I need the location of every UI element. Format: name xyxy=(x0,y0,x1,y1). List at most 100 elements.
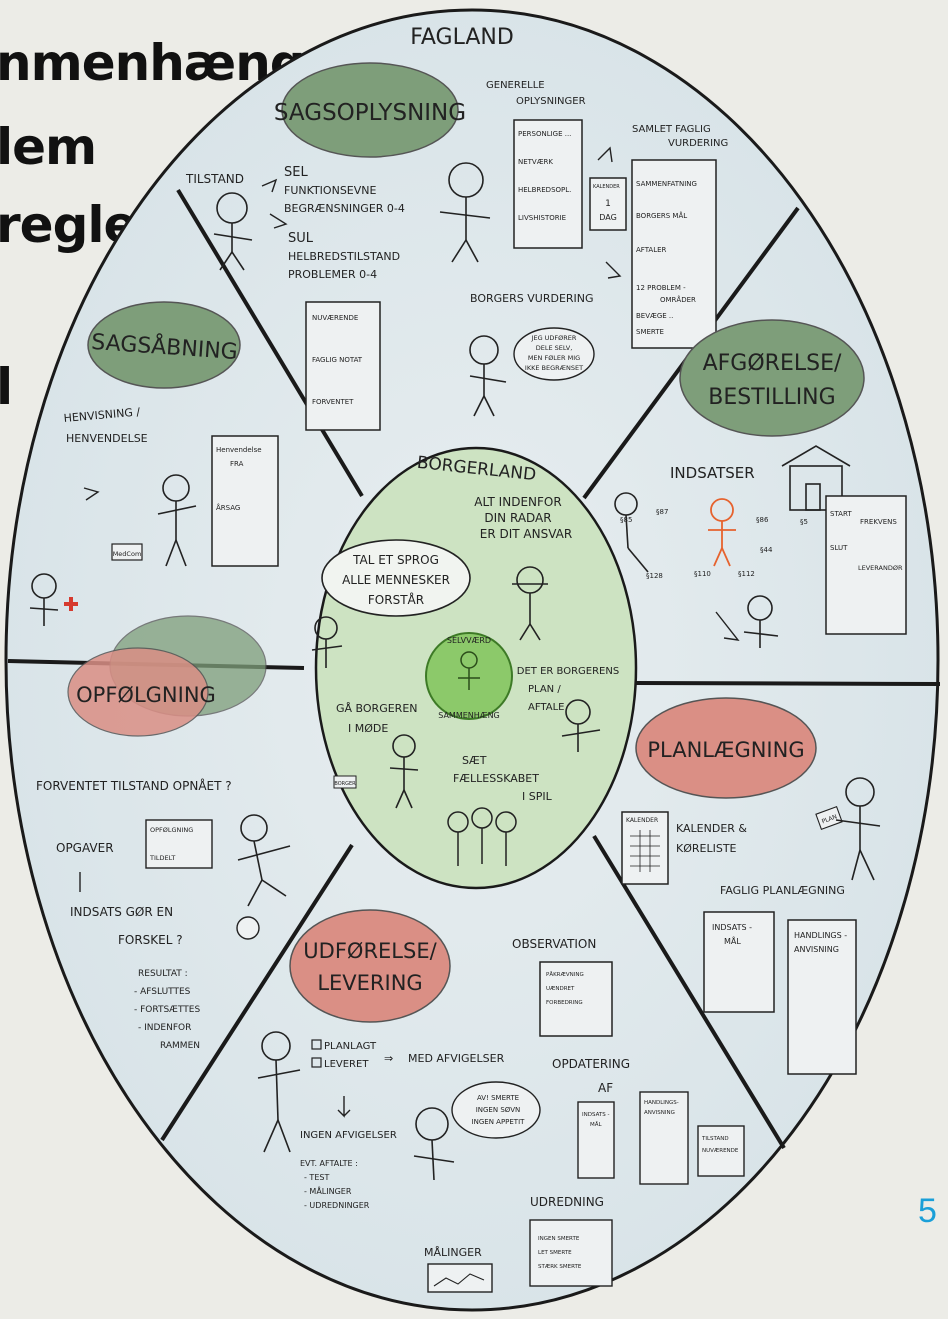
bubble2-line-1: AV! SMERTE xyxy=(477,1094,519,1102)
form2-item-1: SAMMENFATNING xyxy=(636,180,697,188)
bubble-icon xyxy=(451,1081,541,1139)
ball-icon xyxy=(236,916,260,940)
det-line-2: PLAN / xyxy=(528,684,561,695)
opd-form-2-line-1: HANDLINGS- xyxy=(644,1100,679,1106)
henvendelse-form xyxy=(211,435,279,567)
para-128: §128 xyxy=(646,572,663,580)
smiley-icon xyxy=(447,807,517,866)
bubble1-line-2: DELE SELV, xyxy=(536,344,573,352)
samlet-form xyxy=(631,159,717,349)
outer-label: FAGLAND xyxy=(410,25,514,50)
sagsoplysning-title: SAGSOPLYSNING xyxy=(274,100,466,126)
evt-line-1: EVT. AFTALTE : xyxy=(300,1159,358,1168)
kalender-line-1: KALENDER & xyxy=(676,822,747,835)
sul-label: SUL xyxy=(288,231,314,246)
bubble2-line-2: INGEN SØVN xyxy=(476,1106,521,1114)
resultat-line-2: - AFSLUTTES xyxy=(134,987,191,997)
udr-item-3: STÆRK SMERTE xyxy=(538,1264,582,1270)
stick-figure-icon xyxy=(512,566,548,641)
stick-figure-icon xyxy=(413,1107,455,1181)
leveret-checkbox xyxy=(311,1057,322,1068)
sel-line-2: BEGRÆNSNINGER 0-4 xyxy=(284,202,405,215)
indsatser-label: INDSATSER xyxy=(670,464,755,482)
col1-line-1: INDSATS - xyxy=(712,923,752,932)
resultat-line-5: RAMMEN xyxy=(160,1041,200,1051)
stick-figure-icon xyxy=(237,814,291,907)
form3-item-2: FAGLIG NOTAT xyxy=(312,356,363,364)
form2-item-6: BEVÆGE .. xyxy=(636,312,673,320)
afgorelse-title-2: BESTILLING xyxy=(708,385,835,410)
form-frekvens: FREKVENS xyxy=(860,518,897,526)
generelle-line-1: GENERELLE xyxy=(486,80,545,91)
form1-item-1: PERSONLIGE ... xyxy=(518,130,571,138)
stick-figure-icon xyxy=(708,498,736,567)
para-44: §44 xyxy=(760,546,773,554)
planlagt-checkbox xyxy=(311,1039,322,1050)
arrow-med: ⇒ xyxy=(384,1052,393,1065)
para-112: §112 xyxy=(738,570,755,578)
opd-form-1-line-1: INDSATS - xyxy=(582,1112,609,1118)
form-slut: SLUT xyxy=(830,544,848,552)
obs-item-2: UÆNDRET xyxy=(546,986,575,992)
kalender-box-label: KALENDER xyxy=(626,817,658,824)
side-title-line-4: l xyxy=(0,358,13,416)
stick-figure-icon xyxy=(29,573,59,626)
para-5: §5 xyxy=(800,518,808,526)
stick-figure-icon xyxy=(469,335,507,417)
bubble1-line-1: JEG UDFØRER xyxy=(531,334,577,342)
generelle-form xyxy=(513,119,583,249)
evt-line-2: - TEST xyxy=(304,1173,329,1182)
stick-figure-icon xyxy=(157,474,197,567)
observation-label: OBSERVATION xyxy=(512,937,596,951)
henvendelse-fra: FRA xyxy=(230,460,244,468)
para-87: §87 xyxy=(656,508,668,516)
opd-form-3-line-1: TILSTAND xyxy=(701,1136,729,1142)
form-start: START xyxy=(830,510,852,518)
sagsabning-ellipse xyxy=(87,301,241,389)
form2-item-5: OMRÅDER xyxy=(660,295,696,304)
form1-item-4: LIVSHISTORIE xyxy=(518,214,566,222)
borger-sign xyxy=(333,775,357,789)
opdatering-line-2: AF xyxy=(598,1081,613,1095)
sul-line-2: PROBLEMER 0-4 xyxy=(288,268,377,281)
opd-form-2-line-2: ANVISNING xyxy=(644,1110,675,1116)
stick-figure-icon xyxy=(257,1031,301,1153)
col1-line-2: MÅL xyxy=(724,935,741,946)
saet-line-3: I SPIL xyxy=(522,790,553,803)
henvendelse-form-title: Henvendelse xyxy=(216,446,262,454)
evt-line-4: - UDREDNINGER xyxy=(304,1201,370,1210)
bubble-icon xyxy=(513,327,595,381)
form2-item-4: 12 PROBLEM - xyxy=(636,284,686,292)
henvisning-line-2: HENVENDELSE xyxy=(66,432,148,445)
bubble1-line-4: IKKE BEGRÆNSET xyxy=(525,364,583,372)
ga-line-1: GÅ BORGEREN xyxy=(336,702,418,715)
form1-item-2: NETVÆRK xyxy=(518,158,553,166)
bestilling-form xyxy=(825,495,907,635)
saet-line-2: FÆLLESSKABET xyxy=(453,772,539,785)
ga-line-2: I MØDE xyxy=(348,722,388,735)
stick-figure-icon xyxy=(614,492,649,573)
opfolgning-form-item-2: TILDELT xyxy=(149,854,175,862)
resultat-line-4: - INDENFOR xyxy=(138,1023,191,1033)
form3-item-1: NUVÆRENDE xyxy=(312,314,358,322)
opd-form-1-line-2: MÅL xyxy=(590,1121,603,1128)
ingen-label: INGEN AFVIGELSER xyxy=(300,1130,397,1141)
udforelse-ellipse xyxy=(289,909,451,1023)
indsatsmal-form xyxy=(703,911,775,1013)
core-figure-icon xyxy=(458,651,480,690)
planlaegning-ellipse xyxy=(635,697,817,799)
med-label: MED AFVIGELSER xyxy=(408,1052,505,1065)
afgorelse-ellipse xyxy=(679,319,865,437)
form1-item-3: HELBREDSOPL. xyxy=(518,186,571,194)
side-title-line-1: nmenhæng xyxy=(0,34,306,92)
planlaegning-title: PLANLÆGNING xyxy=(647,738,804,762)
udforelse-title-2: LEVERING xyxy=(317,971,422,995)
form3-item-3: FORVENTET xyxy=(312,398,354,406)
arrow-icons xyxy=(79,146,740,1118)
kalender-dag: DAG xyxy=(599,213,617,222)
alt-line-3: ER DIT ANSVAR xyxy=(480,527,572,541)
planlagt-label: PLANLAGT xyxy=(324,1041,377,1052)
faglig-planlaegning: FAGLIG PLANLÆGNING xyxy=(720,884,845,897)
stick-figure-icon xyxy=(835,777,881,881)
